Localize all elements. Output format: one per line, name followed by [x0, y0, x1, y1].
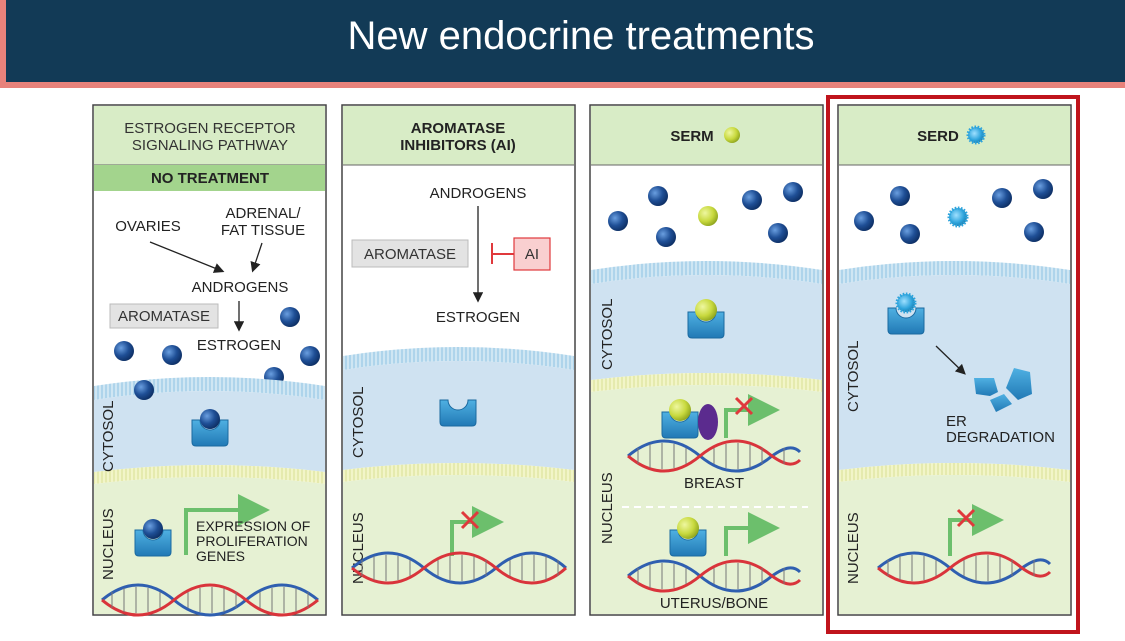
gene-expression-arrow-icon: [724, 512, 780, 556]
blocked-x-icon: [956, 508, 976, 528]
arrow-to-degradation: [935, 345, 966, 375]
panel4-title: SERD: [917, 128, 959, 145]
serm-molecule-icon: [724, 127, 740, 143]
panel1-adrenal-line2: FAT TISSUE: [221, 222, 305, 239]
estrogen-molecule-icon: [200, 409, 220, 429]
panel1-aromatase-label: AROMATASE: [118, 308, 210, 325]
panel3-breast-label: BREAST: [684, 475, 744, 492]
nucleus-region: [343, 475, 574, 614]
estrogen-molecule-icon: [768, 223, 788, 243]
cell-membrane: [839, 261, 1070, 284]
blocked-x-icon: [734, 396, 754, 416]
highlight-frame: [826, 95, 1080, 634]
estrogen-molecule-icon: [890, 186, 910, 206]
serd-molecule-icon: [895, 292, 917, 314]
dna-helix-icon: [627, 439, 802, 473]
gene-expression-arrow-icon: [184, 494, 270, 555]
arrow-ovaries-to-androgens: [149, 241, 225, 273]
estrogen-molecule-icon: [900, 224, 920, 244]
panel1-expr-line1: EXPRESSION OF: [196, 518, 310, 534]
nuclear-membrane: [343, 463, 574, 482]
cell-membrane: [343, 347, 574, 370]
panel1-androgens: ANDROGENS: [192, 279, 289, 296]
panel2-title-line2: INHIBITORS (AI): [400, 137, 516, 154]
cell-membrane: [94, 377, 325, 400]
panel1-adrenal-line1: ADRENAL/: [225, 205, 301, 222]
serd-molecule-icon: [966, 125, 986, 145]
estrogen-molecule-icon: [742, 190, 762, 210]
panel1-expr-line2: PROLIFERATION: [196, 533, 308, 549]
panel3-uterus-label: UTERUS/BONE: [660, 595, 768, 612]
estrogen-molecule-icon: [992, 188, 1012, 208]
nuclear-membrane: [94, 465, 325, 484]
nuclear-membrane: [839, 463, 1070, 482]
panel2-cytosol-label: CYTOSOL: [350, 387, 367, 458]
panel-serd: SERD CYTOSOL NUCLEUS ER DEGRADATION: [826, 95, 1080, 634]
header-bar: [0, 0, 1125, 82]
estrogen-molecule-icon: [608, 211, 628, 231]
serm-molecule-icon: [677, 517, 699, 539]
panel2-androgens: ANDROGENS: [430, 185, 527, 202]
panel1-estrogen: ESTROGEN: [197, 337, 281, 354]
panel4-cytosol-label: CYTOSOL: [845, 341, 862, 412]
panel2-estrogen: ESTROGEN: [436, 309, 520, 326]
header-left-accent: [0, 0, 6, 88]
panel2-aromatase-label: AROMATASE: [364, 246, 456, 263]
dna-helix-icon: [627, 559, 802, 593]
dna-helix-icon: [351, 551, 568, 585]
arrow-adrenal-to-androgens: [250, 242, 263, 273]
nuclear-membrane: [591, 373, 822, 392]
estrogen-molecule-icon: [300, 346, 320, 366]
cell-membrane: [591, 261, 822, 284]
estrogen-molecule-icon: [162, 345, 182, 365]
estrogen-molecule-icon: [1033, 179, 1053, 199]
serm-molecule-icon: [695, 299, 717, 321]
panel1-title-line1: ESTROGEN RECEPTOR: [124, 120, 296, 137]
page-title: New endocrine treatments: [347, 14, 815, 58]
serm-molecule-icon: [669, 399, 691, 421]
header-accent-stripe: [0, 82, 1125, 88]
serm-molecule-icon: [698, 206, 718, 226]
panel-serm: SERM CYTOSOL NUCLEUS BREAST: [589, 104, 824, 616]
panel4-degradation-line1: ER: [946, 413, 967, 430]
estrogen-molecule-icon: [656, 227, 676, 247]
panel3-nucleus-label: NUCLEUS: [599, 472, 616, 544]
estrogen-molecule-icon: [854, 211, 874, 231]
panel4-degradation-line2: DEGRADATION: [946, 429, 1055, 446]
corepressor-icon: [698, 404, 718, 440]
panel1-nucleus-label: NUCLEUS: [100, 508, 117, 580]
panel-aromatase-inhibitors: AROMATASE INHIBITORS (AI) ANDROGENS AROM…: [341, 104, 576, 616]
nucleus-region: [839, 475, 1070, 614]
panel2-title-line1: AROMATASE: [411, 120, 505, 137]
estrogen-molecule-icon: [783, 182, 803, 202]
estrogen-molecule-icon: [134, 380, 154, 400]
panel4-nucleus-label: NUCLEUS: [845, 512, 862, 584]
degraded-receptor-icon: [974, 368, 1032, 412]
panel-no-treatment: ESTROGEN RECEPTOR SIGNALING PATHWAY NO T…: [92, 104, 327, 617]
panel1-expr-line3: GENES: [196, 548, 245, 564]
panel1-title-line2: SIGNALING PATHWAY: [132, 137, 288, 154]
estrogen-molecule-icon: [648, 186, 668, 206]
gene-expression-arrow-icon: [724, 394, 780, 438]
dna-helix-icon: [101, 583, 319, 617]
panel3-title: SERM: [670, 128, 713, 145]
gene-expression-arrow-icon: [450, 506, 504, 556]
panel3-cytosol-label: CYTOSOL: [599, 299, 616, 370]
dna-helix-icon: [877, 551, 1052, 585]
blocked-x-icon: [460, 510, 480, 530]
panel2-ai-label: AI: [525, 246, 539, 263]
estrogen-molecule-icon: [280, 307, 300, 327]
estrogen-molecule-icon: [143, 519, 163, 539]
serd-molecule-icon: [947, 206, 969, 228]
estrogen-molecule-icon: [1024, 222, 1044, 242]
panel1-subtitle: NO TREATMENT: [151, 170, 269, 187]
gene-expression-arrow-icon: [948, 504, 1004, 556]
panel1-ovaries: OVARIES: [115, 218, 181, 235]
panel1-cytosol-label: CYTOSOL: [100, 401, 117, 472]
estrogen-molecule-icon: [114, 341, 134, 361]
